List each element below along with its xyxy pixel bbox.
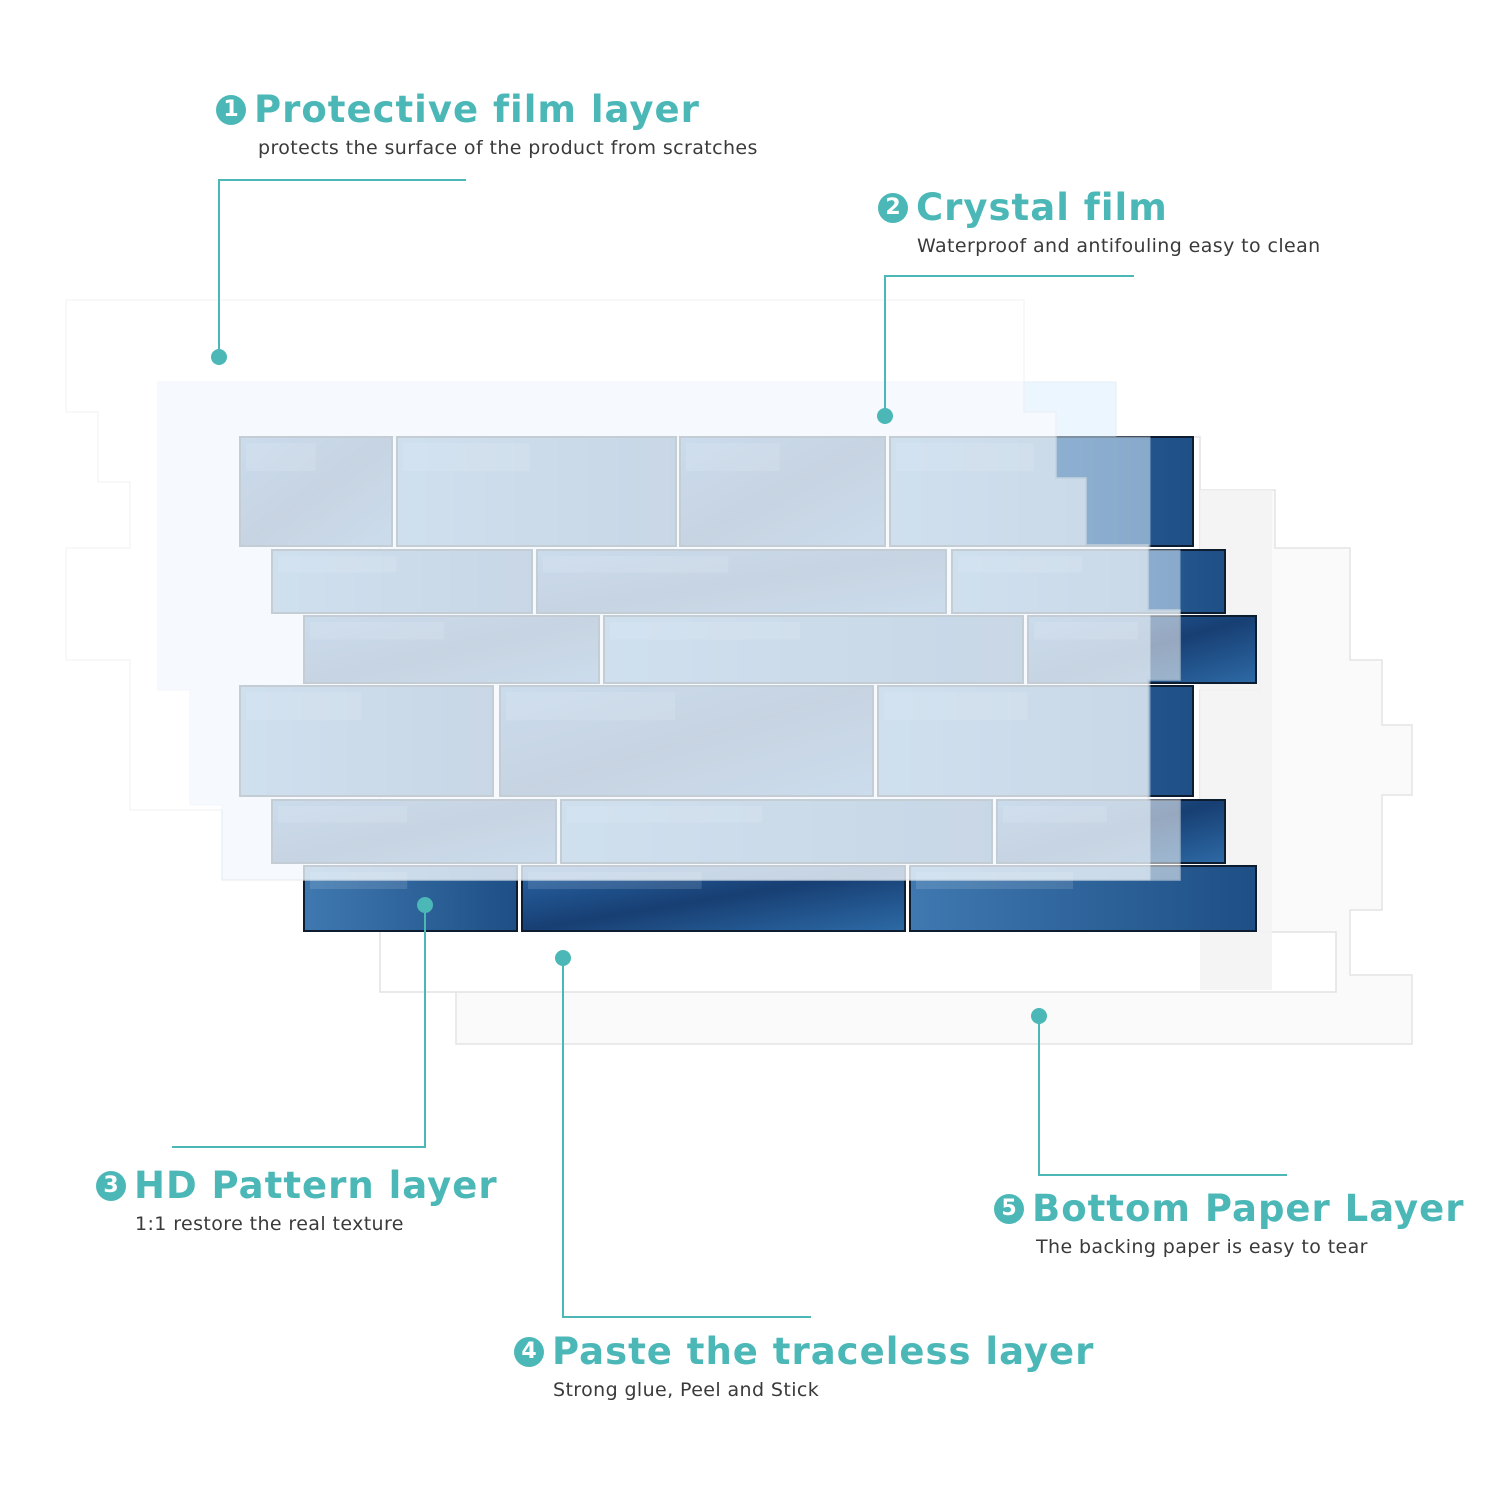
layer-description-4: Strong glue, Peel and Stick bbox=[553, 1379, 820, 1401]
layer-title-5: Bottom Paper Layer bbox=[1032, 1187, 1465, 1230]
layer-label-5: 5 Bottom Paper Layer The backing paper i… bbox=[994, 1187, 1465, 1258]
layer-description-1: protects the surface of the product from… bbox=[258, 137, 758, 159]
step-number-1: 1 bbox=[216, 94, 246, 125]
layer-label-2: 2 Crystal film Waterproof and antifoulin… bbox=[878, 186, 1321, 257]
leader-dot-5 bbox=[1031, 1008, 1047, 1024]
layer-description-5: The backing paper is easy to tear bbox=[1036, 1236, 1368, 1258]
step-number-5: 5 bbox=[994, 1193, 1024, 1224]
leader-line-4 bbox=[562, 958, 811, 1318]
leader-line-5 bbox=[1038, 1016, 1287, 1176]
layer-label-4: 4 Paste the traceless layer Strong glue,… bbox=[514, 1330, 1094, 1401]
leader-dot-1 bbox=[211, 349, 227, 365]
leader-line-1 bbox=[218, 179, 466, 357]
leader-line-3 bbox=[172, 905, 426, 1148]
layer-description-3: 1:1 restore the real texture bbox=[135, 1213, 404, 1235]
layer-title-3: HD Pattern layer bbox=[134, 1164, 498, 1207]
step-number-3: 3 bbox=[96, 1170, 126, 1201]
step-number-2: 2 bbox=[878, 192, 908, 223]
leader-lines bbox=[172, 179, 1287, 1318]
layer-title-1: Protective film layer bbox=[254, 88, 700, 131]
leader-dot-2 bbox=[877, 408, 893, 424]
layer-title-4: Paste the traceless layer bbox=[552, 1330, 1095, 1373]
layer-title-2: Crystal film bbox=[916, 186, 1168, 229]
layer-label-3: 3 HD Pattern layer 1:1 restore the real … bbox=[96, 1164, 498, 1235]
protective-film-sheet bbox=[65, 299, 1181, 881]
layer-label-1: 1 Protective film layer protects the sur… bbox=[216, 88, 758, 159]
leader-line-2 bbox=[884, 275, 1134, 416]
leader-dot-4 bbox=[555, 950, 571, 966]
step-number-4: 4 bbox=[514, 1336, 544, 1367]
leader-dot-3 bbox=[417, 897, 433, 913]
layer-description-2: Waterproof and antifouling easy to clean bbox=[917, 235, 1321, 257]
